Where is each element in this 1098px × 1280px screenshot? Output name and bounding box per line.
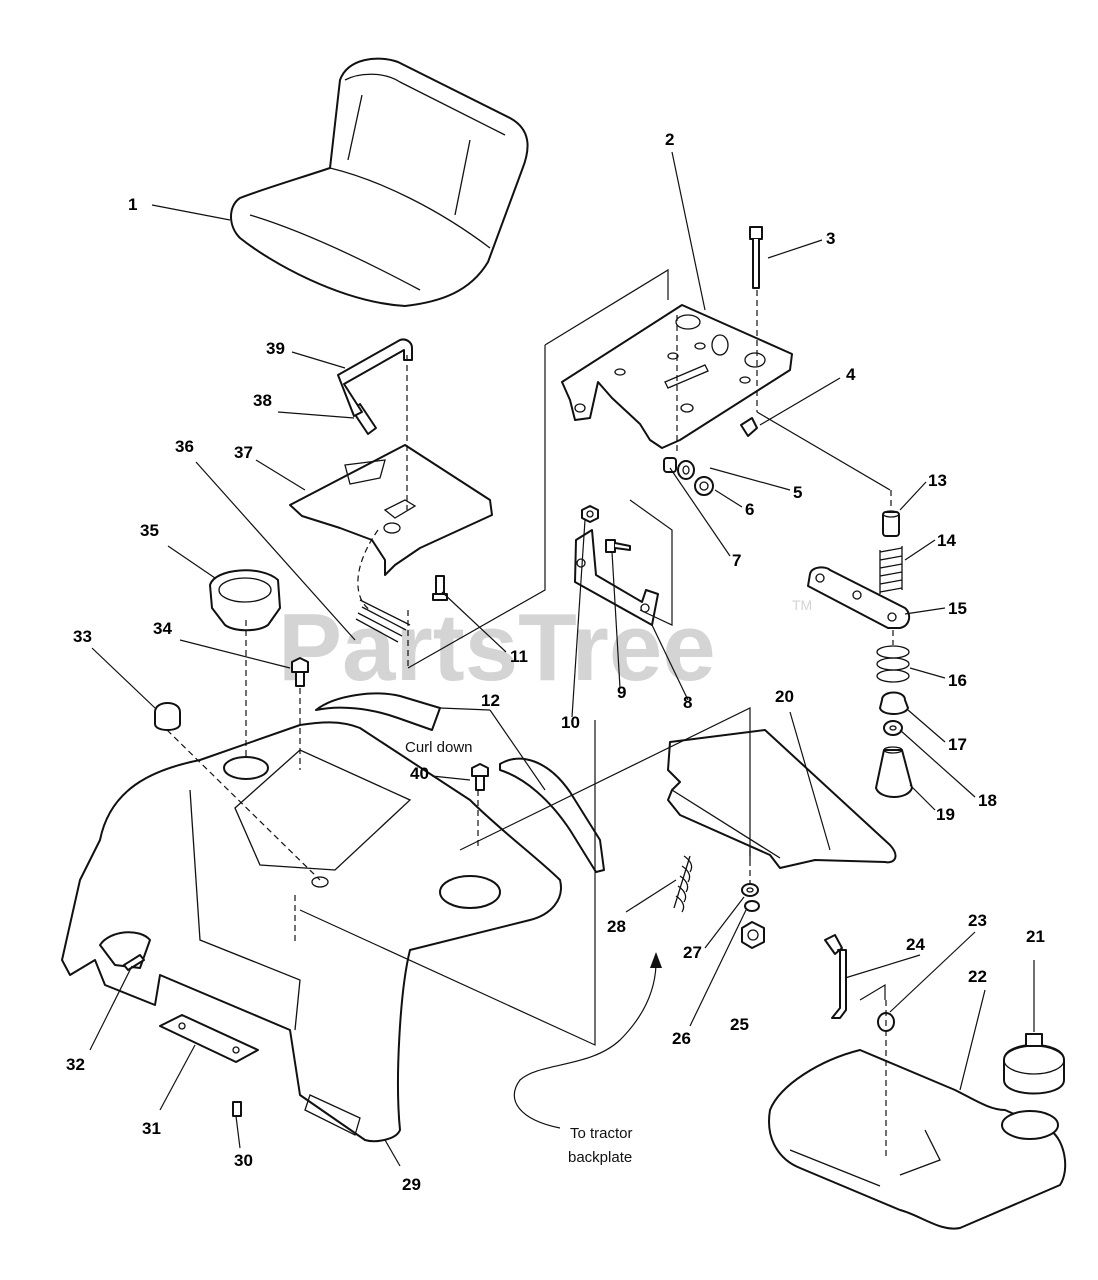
spacer-7[interactable] [663,457,677,473]
callout-12[interactable]: 12 [481,691,500,710]
bolt-11[interactable] [432,575,448,601]
callout-20[interactable]: 20 [775,687,794,706]
callout-34[interactable]: 34 [153,619,172,638]
callout-22[interactable]: 22 [968,967,987,986]
callout-5[interactable]: 5 [793,483,802,502]
callout-33[interactable]: 33 [73,627,92,646]
fuel-tank-22[interactable] [768,1049,1067,1230]
note-to-tractor-line1: To tractor [570,1125,633,1142]
boot-35[interactable] [209,569,281,632]
bracket-15[interactable] [807,566,911,629]
callout-32[interactable]: 32 [66,1055,85,1074]
callout-7[interactable]: 7 [732,551,741,570]
trim-12-upper[interactable] [315,692,441,731]
callout-17[interactable]: 17 [948,735,967,754]
nut-10[interactable] [581,505,599,523]
bumper-19[interactable] [875,746,913,798]
spring-16[interactable] [876,645,910,683]
callout-39[interactable]: 39 [266,339,285,358]
fuel-cap-21[interactable] [1003,1033,1065,1095]
bolt-34[interactable] [291,657,309,687]
nut-18[interactable] [883,720,903,736]
lock-washer-26[interactable] [744,900,760,912]
callout-36[interactable]: 36 [175,437,194,456]
spring-14[interactable] [879,546,903,594]
seat-bracket-37[interactable] [289,444,493,576]
bolt-3[interactable] [749,226,763,289]
fender-29[interactable] [61,721,562,1143]
callout-16[interactable]: 16 [948,671,967,690]
callout-14[interactable]: 14 [937,531,956,550]
callout-25[interactable]: 25 [730,1015,749,1034]
note-to-tractor-line2: backplate [568,1149,632,1166]
screw-30[interactable] [232,1101,242,1117]
callout-40[interactable]: 40 [410,764,429,783]
clip-4[interactable] [740,417,758,437]
callout-3[interactable]: 3 [826,229,835,248]
plate-31[interactable] [159,1014,259,1063]
fuel-line-24[interactable] [824,934,847,1019]
callout-26[interactable]: 26 [672,1029,691,1048]
callout-13[interactable]: 13 [928,471,947,490]
callout-11[interactable]: 11 [510,647,528,666]
bolt-40[interactable] [471,763,489,791]
callout-28[interactable]: 28 [607,917,626,936]
callout-9[interactable]: 9 [617,683,626,702]
spring-36[interactable] [355,599,411,643]
lever-39[interactable] [337,338,413,417]
spacer-13[interactable] [882,510,900,537]
leader-lines [89,151,1035,1167]
callout-18[interactable]: 18 [978,791,997,810]
callout-23[interactable]: 23 [968,911,987,930]
callout-10[interactable]: 10 [561,713,580,732]
callout-29[interactable]: 29 [402,1175,421,1194]
watermark-trademark: TM [792,597,812,613]
callout-27[interactable]: 27 [683,943,702,962]
callout-35[interactable]: 35 [140,521,159,540]
washer-5[interactable] [677,460,695,480]
note-curl-down: Curl down [405,739,473,756]
plate-20[interactable] [667,729,897,869]
callout-30[interactable]: 30 [234,1151,253,1170]
callout-15[interactable]: 15 [948,599,967,618]
bolt-9[interactable] [605,539,631,553]
callout-8[interactable]: 8 [683,693,692,712]
callout-1[interactable]: 1 [128,195,137,214]
callout-21[interactable]: 21 [1026,927,1045,946]
trim-12-lower[interactable] [499,757,605,873]
callout-24[interactable]: 24 [906,935,925,954]
assembly-lines [166,268,894,1160]
backplate-arrow [513,952,662,1129]
callout-31[interactable]: 31 [142,1119,161,1138]
bushing-17[interactable] [879,691,909,715]
callout-38[interactable]: 38 [253,391,272,410]
nut-6[interactable] [694,476,714,496]
seat[interactable] [230,57,529,307]
screw-32[interactable] [123,954,145,971]
spring-28[interactable] [673,855,693,913]
nut-25[interactable] [741,921,765,949]
callout-numbers: 1 2 3 4 5 6 7 8 9 10 11 12 13 14 15 16 1… [66,130,1045,1194]
washer-27[interactable] [741,883,759,897]
callout-37[interactable]: 37 [234,443,253,462]
callout-2[interactable]: 2 [665,130,674,149]
callout-6[interactable]: 6 [745,500,754,519]
callout-19[interactable]: 19 [936,805,955,824]
callout-4[interactable]: 4 [846,365,856,384]
grommet-33[interactable] [154,702,181,731]
